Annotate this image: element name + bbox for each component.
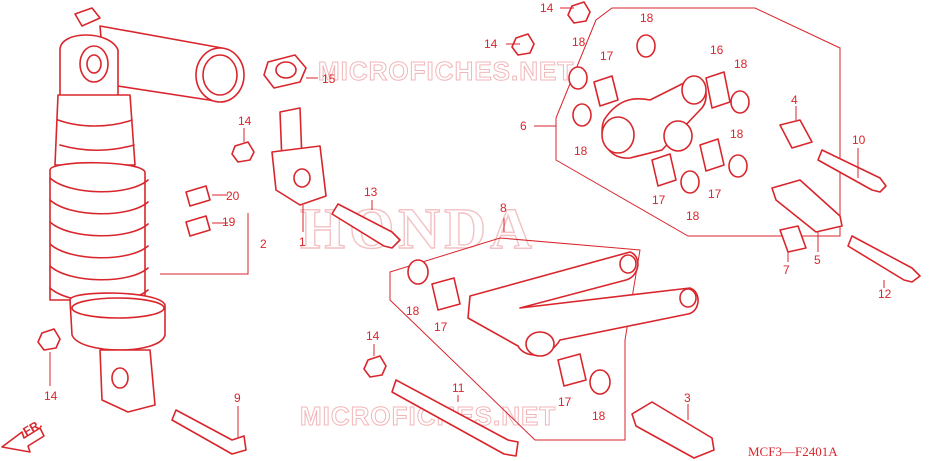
part-label-8: 8 [500, 201, 507, 215]
part-label-4: 4 [791, 93, 798, 107]
diagram-code: MCF3—F2401A [748, 444, 838, 459]
part-number-labels: 15 14 20 19 2 1 13 14 14 9 11 8 18 17 17… [44, 1, 892, 423]
part-label-17-b: 17 [652, 193, 666, 207]
bolt-part-13-drawing [331, 203, 401, 249]
arm-bearings-drawing [407, 259, 611, 395]
part-label-16: 16 [710, 43, 724, 57]
part-label-14-a: 14 [238, 114, 252, 128]
part-label-14-e: 14 [540, 1, 554, 15]
pins-collars-right-drawing [771, 119, 921, 283]
nut-part-14-drawings [37, 1, 591, 378]
bolt-part-11-drawing [391, 379, 519, 457]
part-label-17-e: 17 [558, 395, 572, 409]
part-label-14-c: 14 [366, 329, 380, 343]
front-arrow-icon [1, 427, 45, 453]
part-label-19: 19 [222, 215, 236, 229]
part-label-7: 7 [783, 263, 790, 277]
part-label-18-h: 18 [686, 209, 700, 223]
part-label-14-d: 14 [484, 37, 498, 51]
cushion-arm-part-8-drawing [467, 251, 699, 357]
part-label-18-e: 18 [592, 409, 606, 423]
part-label-13: 13 [364, 185, 378, 199]
collar-part-20-19-drawing [185, 185, 211, 237]
part-label-18-c: 18 [734, 57, 748, 71]
watermark-top: MICROFICHES.NET [318, 56, 574, 86]
part-label-18-g: 18 [730, 127, 744, 141]
part-label-2: 2 [260, 237, 267, 251]
collar-part-3-drawing [631, 401, 715, 459]
front-direction-marker: FR. [1, 417, 45, 453]
part-label-3: 3 [684, 391, 691, 405]
part-label-17-c: 17 [708, 187, 722, 201]
part-label-12: 12 [878, 287, 892, 301]
part-label-18-d: 18 [406, 304, 420, 318]
part-label-6: 6 [520, 119, 527, 133]
nut-part-15-drawing [263, 54, 307, 89]
part-label-17-a: 17 [600, 49, 614, 63]
part-label-18-f: 18 [574, 144, 588, 158]
part-label-9: 9 [234, 391, 241, 405]
bolt-part-9-drawing [171, 409, 247, 455]
part-label-18-b: 18 [572, 35, 586, 49]
part-label-14-b: 14 [44, 389, 58, 403]
part-label-11: 11 [452, 381, 465, 395]
part-label-10: 10 [852, 133, 866, 147]
part-label-5: 5 [814, 253, 821, 267]
cushion-arm-box [389, 237, 641, 441]
part-label-15: 15 [322, 72, 336, 86]
shock-link-part-6-drawing [601, 75, 707, 159]
part-label-18-a: 18 [640, 11, 654, 25]
link-bearings-drawing [568, 34, 750, 194]
part-label-17-d: 17 [434, 320, 448, 334]
upper-joint-part-1-drawing [271, 107, 327, 206]
link-assembly-box [555, 7, 841, 237]
shock-absorber-drawing [49, 7, 245, 413]
part-label-1: 1 [299, 235, 306, 249]
leader-lines [49, 7, 885, 437]
part-label-20: 20 [226, 189, 240, 203]
